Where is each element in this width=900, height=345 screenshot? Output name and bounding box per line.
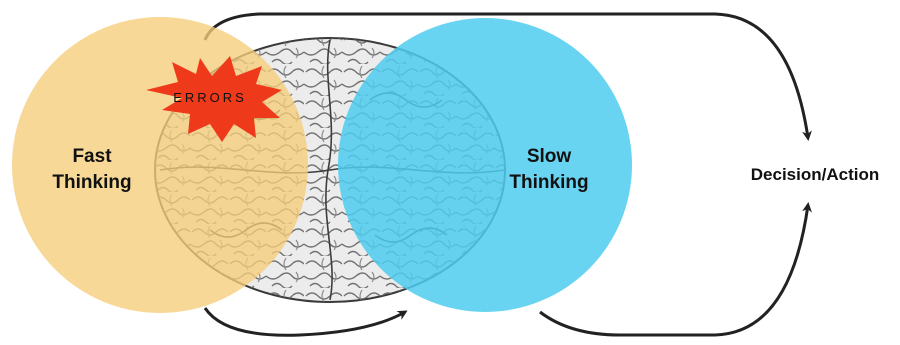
fast-thinking-circle [12,17,308,313]
fast-to-slow-arrow [205,308,405,335]
fast-thinking-label-line1: Fast [72,146,112,167]
slow-thinking-circle [338,18,632,312]
errors-label: ERRORS [173,90,247,105]
slow-thinking-label-line2: Thinking [509,172,588,193]
slow-thinking-label-line1: Slow [527,146,572,167]
fast-thinking-label-line2: Thinking [52,172,131,193]
decision-action-label: Decision/Action [751,165,879,184]
